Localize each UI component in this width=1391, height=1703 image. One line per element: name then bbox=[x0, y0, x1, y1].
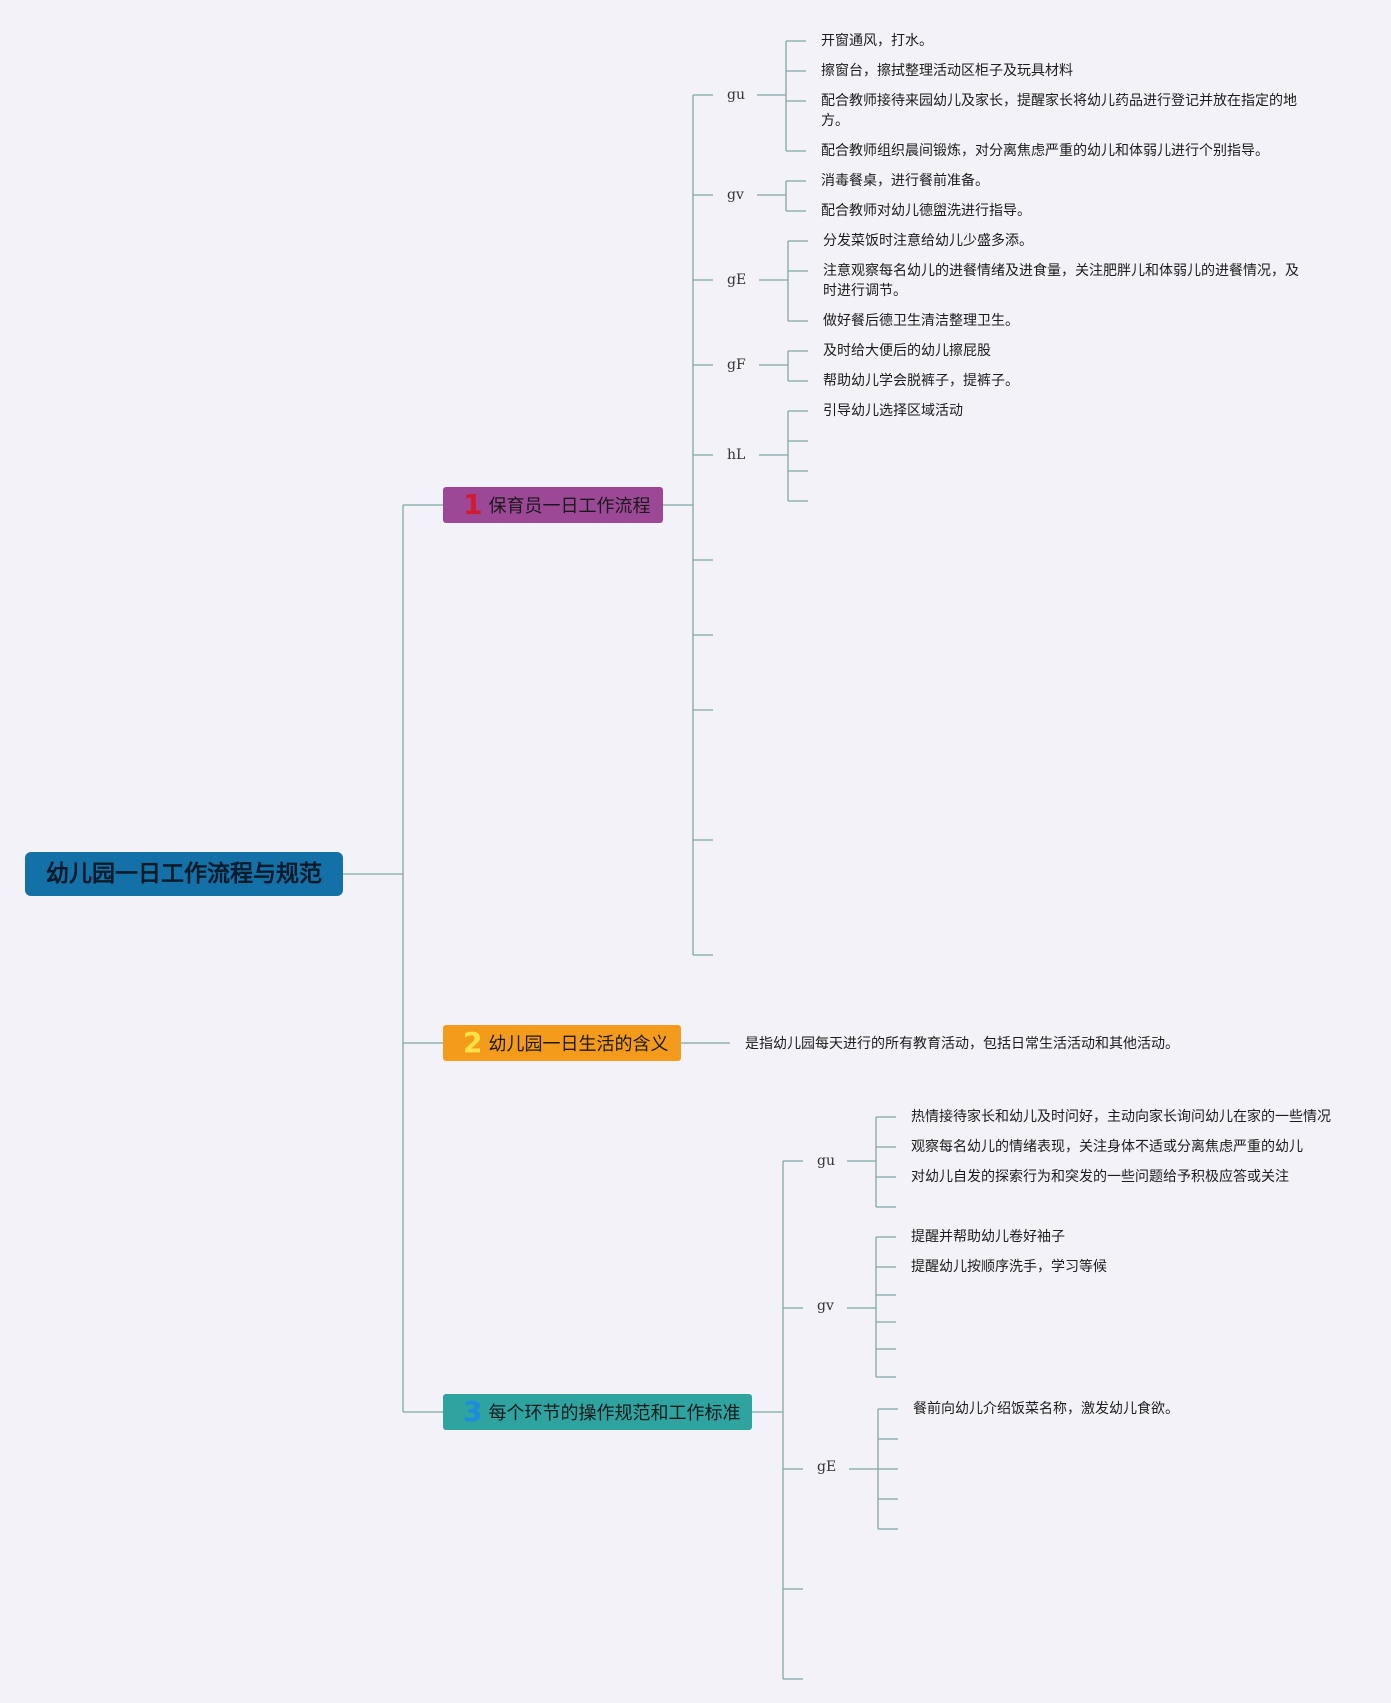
b1-sub-gu[interactable]: gu bbox=[727, 87, 745, 103]
b1-gu-leaf[interactable]: 配合教师接待来园幼儿及家长，提醒家长将幼儿药品进行登记并放在指定的地方。 bbox=[821, 93, 1297, 129]
b1-sub-gF[interactable]: gF bbox=[727, 357, 746, 373]
b1-hL-leaf[interactable]: 引导幼儿选择区域活动 bbox=[823, 403, 963, 419]
branch-3-number: 3 bbox=[463, 1395, 483, 1428]
b1-gu-leaf[interactable]: 擦窗台，擦拭整理活动区柜子及玩具材料 bbox=[821, 63, 1073, 79]
b3-gu-leaf[interactable]: 观察每名幼儿的情绪表现，关注身体不适或分离焦虑严重的幼儿 bbox=[911, 1139, 1303, 1155]
b3-sub-gv[interactable]: gv bbox=[817, 1298, 834, 1314]
b3-gE-leaf[interactable]: 餐前向幼儿介绍饭菜名称，激发幼儿食欲。 bbox=[913, 1401, 1179, 1417]
b3-sub-gE[interactable]: gE bbox=[817, 1459, 837, 1475]
branch-1-title: 保育员一日工作流程 bbox=[488, 496, 651, 517]
b1-gF-leaf[interactable]: 帮助幼儿学会脱裤子，提裤子。 bbox=[823, 373, 1019, 389]
branch-1-number: 1 bbox=[463, 488, 483, 521]
branch-2-number: 2 bbox=[463, 1026, 483, 1059]
b1-sub-hL[interactable]: hL bbox=[727, 447, 746, 463]
b2-leaf[interactable]: 是指幼儿园每天进行的所有教育活动，包括日常生活活动和其他活动。 bbox=[745, 1036, 1179, 1052]
b1-gE-leaf[interactable]: 分发菜饭时注意给幼儿少盛多添。 bbox=[823, 233, 1033, 249]
b1-sub-gv[interactable]: gv bbox=[727, 187, 744, 203]
b1-gF-leaf[interactable]: 及时给大便后的幼儿擦屁股 bbox=[823, 343, 991, 359]
b1-gv-leaf[interactable]: 配合教师对幼儿德盥洗进行指导。 bbox=[821, 203, 1031, 219]
b3-gv-leaf[interactable]: 提醒幼儿按顺序洗手，学习等候 bbox=[911, 1259, 1107, 1275]
branch-3-title: 每个环节的操作规范和工作标准 bbox=[488, 1403, 741, 1424]
b3-gu-leaf[interactable]: 热情接待家长和幼儿及时问好，主动向家长询问幼儿在家的一些情况 bbox=[911, 1109, 1331, 1125]
branch-2-title: 幼儿园一日生活的含义 bbox=[488, 1034, 669, 1055]
b3-gu-leaf[interactable]: 对幼儿自发的探索行为和突发的一些问题给予积极应答或关注 bbox=[911, 1169, 1289, 1185]
b1-gE-leaf[interactable]: 做好餐后德卫生清洁整理卫生。 bbox=[823, 313, 1019, 329]
b1-sub-gE[interactable]: gE bbox=[727, 272, 747, 288]
root-topic[interactable]: 幼儿园一日工作流程与规范 bbox=[25, 852, 343, 896]
b3-sub-gu[interactable]: gu bbox=[817, 1153, 835, 1169]
b1-gv-leaf[interactable]: 消毒餐桌，进行餐前准备。 bbox=[821, 173, 989, 189]
b3-gv-leaf[interactable]: 提醒并帮助幼儿卷好袖子 bbox=[911, 1229, 1065, 1245]
b1-gu-leaf[interactable]: 开窗通风，打水。 bbox=[821, 33, 933, 49]
b1-gu-leaf[interactable]: 配合教师组织晨间锻炼，对分离焦虑严重的幼儿和体弱儿进行个别指导。 bbox=[821, 143, 1269, 159]
b1-gE-leaf[interactable]: 注意观察每名幼儿的进餐情绪及进食量，关注肥胖儿和体弱儿的进餐情况，及时进行调节。 bbox=[823, 263, 1299, 299]
